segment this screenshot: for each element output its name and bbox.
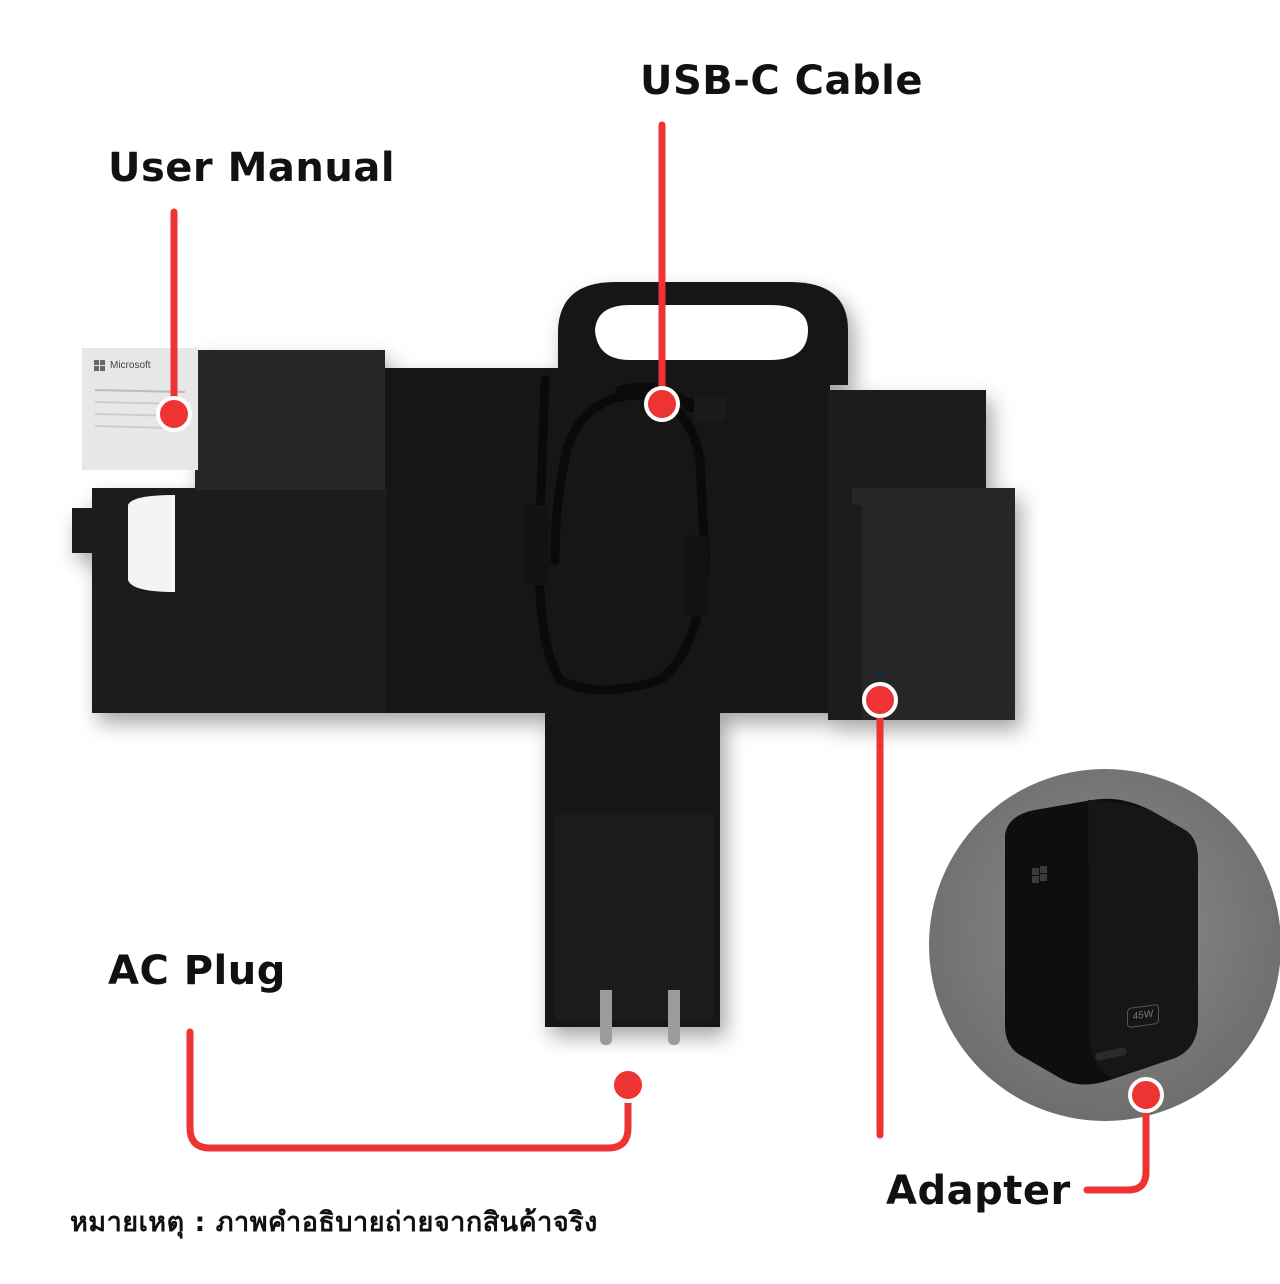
plug-callout-line: [186, 1028, 632, 1152]
adapter-label: Adapter: [886, 1168, 1071, 1214]
open-box: [72, 282, 1015, 1027]
callout-dots: [156, 386, 1164, 1113]
user-manual-label: User Manual: [108, 145, 396, 191]
handle-hole: [595, 305, 808, 360]
adapter-box-side: [840, 505, 862, 720]
plug-callout-dot: [610, 1067, 646, 1103]
ac-plug: [572, 858, 700, 1045]
manual-brand-text: Microsoft: [110, 360, 151, 371]
manual-callout-dot: [156, 396, 192, 432]
ac-plug-label: AC Plug: [108, 948, 286, 994]
adapter-callout-dot: [1128, 1077, 1164, 1113]
adapter-callout-line: [1083, 1091, 1150, 1194]
adapter-box-callout-dot: [862, 682, 898, 718]
manual-flap: [195, 350, 385, 490]
box-center-panel: [385, 368, 830, 713]
usb-c-cable-label: USB-C Cable: [640, 58, 923, 104]
adapter-side: [1088, 800, 1198, 1078]
cable-callout-dot: [644, 386, 680, 422]
left-panel-tab: [72, 508, 94, 553]
callouts: [170, 121, 1150, 1194]
adapter-inset: [929, 769, 1280, 1121]
left-panel-cutout: [128, 495, 175, 592]
adapter-box: [852, 488, 1015, 720]
photo-note: หมายเหตุ : ภาพคำอธิบายถ่ายจากสินค้าจริง: [70, 1207, 598, 1238]
